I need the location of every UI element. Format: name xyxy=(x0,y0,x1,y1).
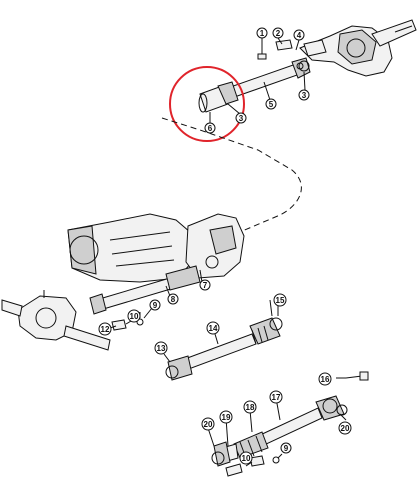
svg-text:10: 10 xyxy=(130,312,139,321)
callout-14: 14 xyxy=(206,321,220,335)
callout-10: 10 xyxy=(239,451,253,465)
svg-text:5: 5 xyxy=(269,100,274,109)
svg-text:19: 19 xyxy=(222,413,231,422)
svg-text:15: 15 xyxy=(276,296,285,305)
middle-driveshaft xyxy=(165,317,283,381)
svg-text:20: 20 xyxy=(341,424,350,433)
transmission-transfer-case xyxy=(67,213,245,283)
callout-13: 13 xyxy=(154,341,168,355)
callout-19: 19 xyxy=(219,410,233,424)
svg-text:20: 20 xyxy=(204,420,213,429)
svg-text:2: 2 xyxy=(276,29,281,38)
callout-20: 20 xyxy=(338,421,352,435)
svg-text:18: 18 xyxy=(246,403,255,412)
bolt-hardware-bottom xyxy=(225,371,369,477)
callout-12: 12 xyxy=(98,322,112,336)
svg-text:12: 12 xyxy=(101,325,110,334)
callout-20: 20 xyxy=(201,417,215,431)
slip-yoke xyxy=(198,81,239,113)
callout-2: 2 xyxy=(272,27,284,39)
rear-axle-assembly xyxy=(299,19,417,77)
callout-17: 17 xyxy=(269,390,283,404)
front-axle-assembly xyxy=(1,290,111,351)
svg-text:14: 14 xyxy=(209,324,218,333)
svg-text:3: 3 xyxy=(302,91,307,100)
bolt-hardware-top xyxy=(257,39,304,70)
svg-text:8: 8 xyxy=(171,295,176,304)
callout-3: 3 xyxy=(298,89,310,101)
front-driveshaft xyxy=(89,265,201,315)
centerline-dashed xyxy=(161,117,302,233)
svg-text:6: 6 xyxy=(208,124,213,133)
callout-5: 5 xyxy=(265,98,277,110)
svg-text:13: 13 xyxy=(157,344,166,353)
callout-1: 1 xyxy=(256,27,268,39)
callout-6: 6 xyxy=(204,122,216,134)
callout-9: 9 xyxy=(149,299,161,311)
svg-text:9: 9 xyxy=(284,444,289,453)
callout-4: 4 xyxy=(293,29,305,41)
leader-lines-top xyxy=(209,37,306,124)
callout-8: 8 xyxy=(167,293,179,305)
callout-3: 3 xyxy=(235,112,247,124)
svg-text:3: 3 xyxy=(239,114,244,123)
highlight-circle xyxy=(169,66,245,142)
callout-10: 10 xyxy=(127,309,141,323)
callout-7: 7 xyxy=(199,279,211,291)
svg-text:1: 1 xyxy=(260,29,265,38)
svg-text:10: 10 xyxy=(242,454,251,463)
svg-text:16: 16 xyxy=(321,375,330,384)
callout-15: 15 xyxy=(273,293,287,307)
lower-driveshaft xyxy=(211,395,348,467)
svg-text:17: 17 xyxy=(272,393,281,402)
callout-18: 18 xyxy=(243,400,257,414)
svg-text:7: 7 xyxy=(203,281,208,290)
svg-text:4: 4 xyxy=(297,31,302,40)
svg-text:9: 9 xyxy=(153,301,158,310)
callout-16: 16 xyxy=(318,372,332,386)
callout-9: 9 xyxy=(280,442,292,454)
